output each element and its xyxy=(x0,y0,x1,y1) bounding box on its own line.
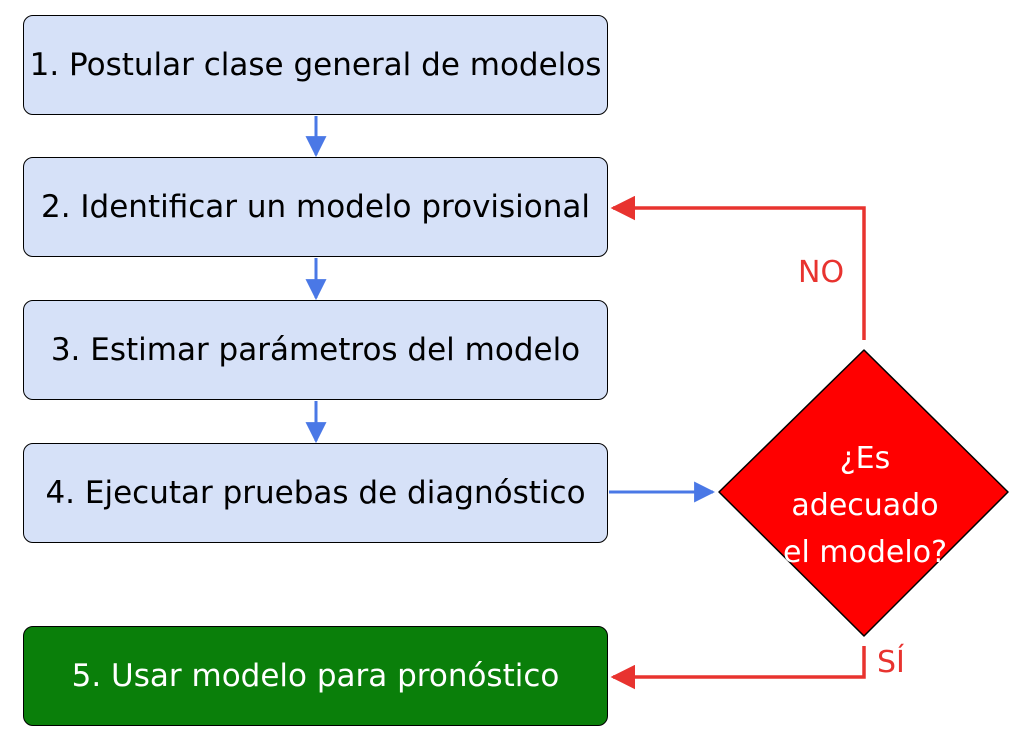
step-2-label: 2. Identificar un modelo provisional xyxy=(40,189,591,225)
arrow-no-feedback xyxy=(610,195,866,340)
branch-no-label: NO xyxy=(798,255,845,290)
step-4-box: 4. Ejecutar pruebas de diagnóstico xyxy=(23,443,608,543)
step-1-label: 1. Postular clase general de modelos xyxy=(29,47,602,83)
decision-diamond xyxy=(718,349,1009,637)
decision-line-3: el modelo? xyxy=(782,535,948,570)
step-3-box: 3. Estimar parámetros del modelo xyxy=(23,300,608,400)
step-5-label: 5. Usar modelo para pronóstico xyxy=(71,658,560,694)
arrow-yes-forecast xyxy=(610,646,866,690)
step-5-box: 5. Usar modelo para pronóstico xyxy=(23,626,608,726)
step-4-label: 4. Ejecutar pruebas de diagnóstico xyxy=(45,475,586,511)
step-2-box: 2. Identificar un modelo provisional xyxy=(23,157,608,257)
decision-line-2: adecuado xyxy=(791,488,939,523)
step-3-label: 3. Estimar parámetros del modelo xyxy=(50,332,581,368)
step-1-box: 1. Postular clase general de modelos xyxy=(23,15,608,115)
decision-line-1: ¿Es xyxy=(839,441,891,476)
decision-question: ¿Es adecuado el modelo? xyxy=(775,435,955,576)
branch-yes-label: SÍ xyxy=(877,645,905,680)
